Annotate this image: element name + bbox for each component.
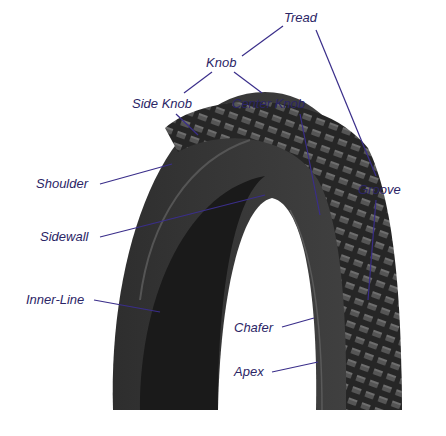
leader-line — [100, 195, 265, 237]
part-label: Shoulder — [36, 176, 88, 191]
part-label: Tread — [284, 10, 317, 25]
leader-line — [176, 114, 198, 135]
leader-line — [242, 26, 283, 56]
part-label: Sidewall — [40, 229, 88, 244]
leader-line — [100, 164, 172, 184]
part-label: Inner-Line — [26, 292, 84, 307]
part-label: Side Knob — [132, 96, 192, 111]
leader-line — [316, 30, 376, 176]
part-label: Apex — [234, 364, 264, 379]
tire-body — [113, 92, 402, 410]
leader-line — [234, 72, 262, 93]
tread-band — [165, 102, 402, 410]
part-label: Center Knob — [232, 96, 305, 111]
leader-line — [184, 72, 212, 93]
chafer-line — [290, 210, 322, 410]
leader-line — [94, 300, 160, 312]
part-label: Knob — [206, 55, 236, 70]
leader-line — [272, 362, 318, 372]
leader-line — [368, 200, 376, 300]
leader-line — [282, 318, 314, 327]
sidewall-ridge — [140, 140, 250, 300]
part-label: Chafer — [234, 320, 273, 335]
leader-line — [300, 114, 320, 215]
part-label: Groove — [358, 182, 401, 197]
tire-opening — [218, 198, 316, 410]
